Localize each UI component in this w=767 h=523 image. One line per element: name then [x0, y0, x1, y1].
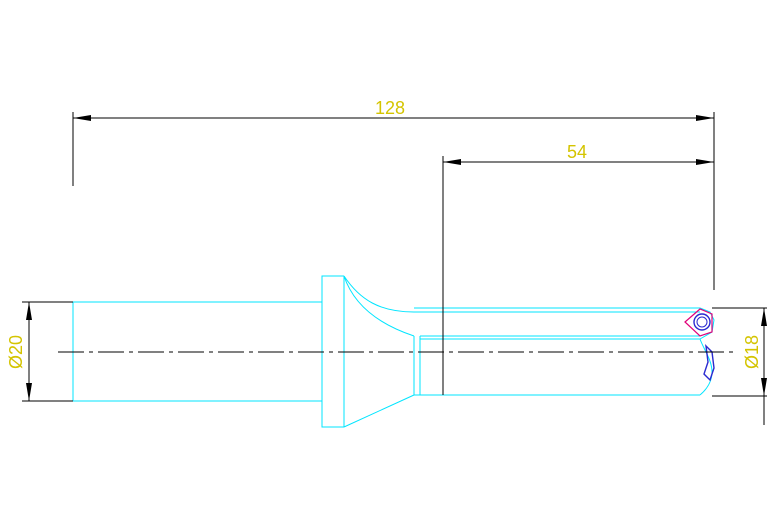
arrow-flute-left	[443, 159, 461, 165]
overall-length-label: 128	[375, 98, 405, 118]
collar-outline	[321, 275, 344, 302]
arrow-cut-bottom	[761, 378, 767, 396]
cutting-diameter-label: Ø18	[742, 335, 762, 369]
dimension-arrows	[26, 115, 767, 401]
arrow-cut-top	[761, 308, 767, 326]
shank-diameter-label: Ø20	[6, 335, 26, 369]
tool-outline	[72, 275, 715, 428]
flute-length-label: 54	[567, 142, 587, 162]
insert-edge	[684, 308, 713, 337]
arrow-overall-right	[696, 115, 714, 121]
arrow-shank-top	[26, 302, 32, 320]
tip-upper-profile	[699, 307, 715, 340]
arrow-flute-right	[696, 159, 714, 165]
upper-transition-curve	[343, 275, 415, 313]
arrow-overall-left	[73, 115, 91, 121]
arrow-shank-bottom	[26, 383, 32, 401]
dimension-lines	[22, 112, 767, 425]
insert-screw-outer	[693, 313, 711, 331]
upper-transition-inner	[343, 275, 415, 337]
collar-outline-bottom	[321, 401, 344, 428]
lower-transition-line	[343, 394, 415, 428]
insert-screw-inner	[696, 316, 708, 328]
